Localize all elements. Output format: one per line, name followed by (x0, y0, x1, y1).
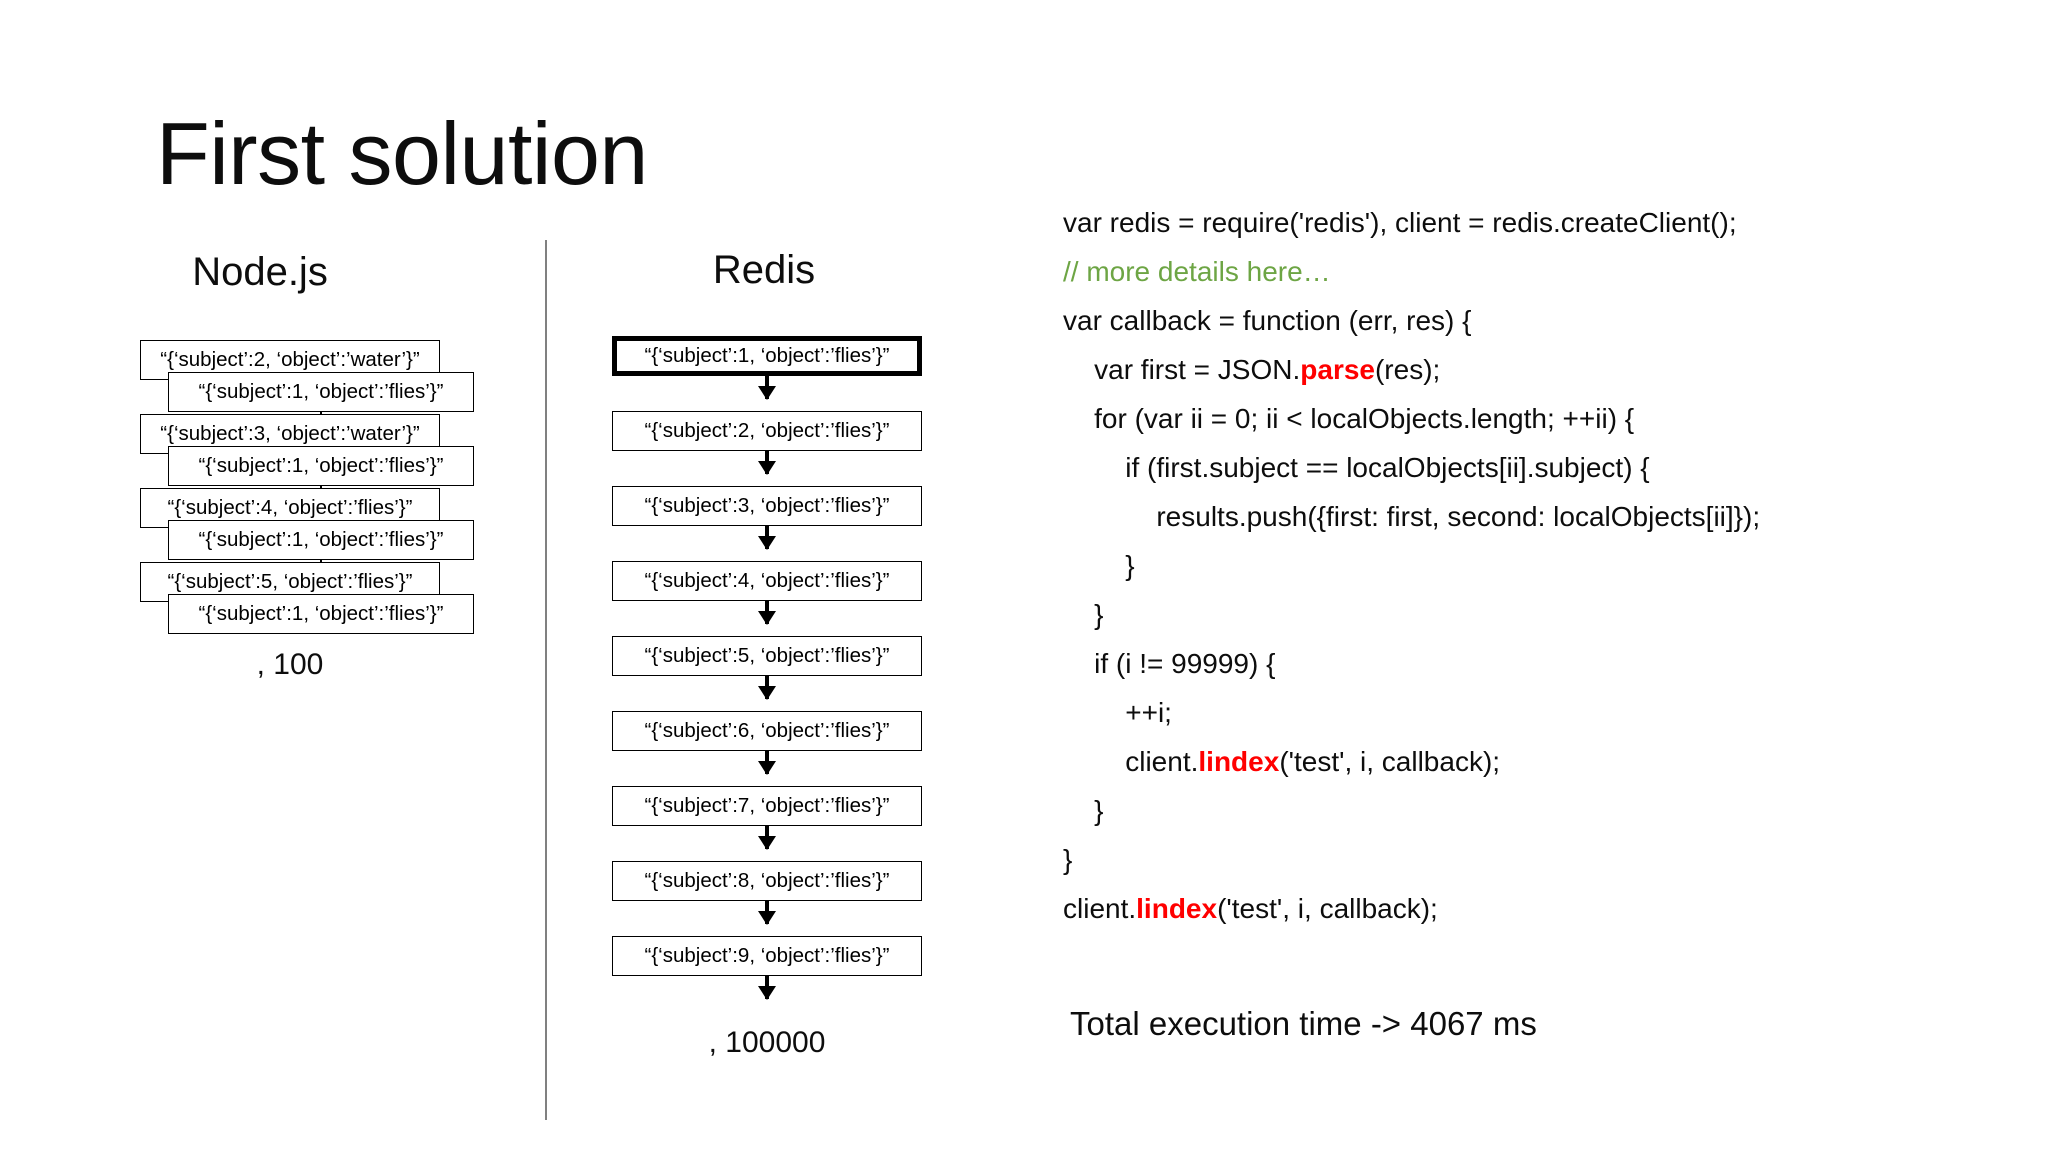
nodejs-object-box-front: “{‘subject’:1, ‘object’:’flies’}” (168, 446, 474, 486)
nodejs-column-heading: Node.js (192, 250, 328, 294)
code-line: var first = JSON.parse(res); (1063, 354, 1441, 385)
redis-list-box: “{‘subject’:3, ‘object’:’flies’}” (612, 486, 922, 526)
code-line: } (1063, 599, 1104, 630)
code-line: } (1063, 550, 1135, 581)
redis-chain-arrow (758, 976, 776, 1000)
redis-list-head-box: “{‘subject’:1, ‘object’:’flies’}” (612, 336, 922, 376)
code-line: results.push({first: first, second: loca… (1063, 501, 1761, 532)
code-line: for (var ii = 0; ii < localObjects.lengt… (1063, 403, 1635, 434)
redis-chain-arrow (758, 601, 776, 625)
redis-column-heading: Redis (712, 248, 816, 292)
column-divider (545, 240, 547, 1120)
code-line: } (1063, 844, 1073, 875)
code-line: client.lindex('test', i, callback); (1063, 893, 1438, 924)
nodejs-object-box-front: “{‘subject’:1, ‘object’:’flies’}” (168, 594, 474, 634)
total-execution-time-label: Total execution time -> 4067 ms (1070, 1005, 1537, 1042)
redis-chain-arrow (758, 676, 776, 700)
code-line: client.lindex('test', i, callback); (1063, 746, 1501, 777)
code-keyword: lindex (1198, 746, 1280, 777)
code-line: ++i; (1063, 697, 1172, 728)
code-comment-line: // more details here… (1063, 256, 1331, 287)
redis-list-box: “{‘subject’:2, ‘object’:’flies’}” (612, 411, 922, 451)
code-panel: var redis = require('redis'), client = r… (1063, 198, 2003, 933)
code-keyword: parse (1300, 354, 1375, 385)
redis-list-box: “{‘subject’:4, ‘object’:’flies’}” (612, 561, 922, 601)
code-line: var redis = require('redis'), client = r… (1063, 207, 1737, 238)
code-line: if (first.subject == localObjects[ii].su… (1063, 452, 1650, 483)
nodejs-object-box-front: “{‘subject’:1, ‘object’:’flies’}” (168, 372, 474, 412)
code-keyword: lindex (1136, 893, 1218, 924)
nodejs-count-label: , 100 (256, 648, 324, 681)
redis-chain-arrow (758, 751, 776, 775)
nodejs-object-box-front: “{‘subject’:1, ‘object’:’flies’}” (168, 520, 474, 560)
redis-list-box: “{‘subject’:6, ‘object’:’flies’}” (612, 711, 922, 751)
redis-count-label: , 100000 (708, 1026, 826, 1059)
code-line: if (i != 99999) { (1063, 648, 1276, 679)
redis-chain-arrow (758, 451, 776, 475)
redis-chain-arrow (758, 826, 776, 850)
redis-list-box: “{‘subject’:8, ‘object’:’flies’}” (612, 861, 922, 901)
redis-list-box: “{‘subject’:7, ‘object’:’flies’}” (612, 786, 922, 826)
redis-chain-arrow (758, 901, 776, 925)
page-title: First solution (156, 104, 648, 203)
redis-chain-arrow (758, 526, 776, 550)
code-line: var callback = function (err, res) { (1063, 305, 1472, 336)
redis-chain-arrow (758, 376, 776, 400)
code-line: } (1063, 795, 1104, 826)
redis-list-box: “{‘subject’:5, ‘object’:’flies’}” (612, 636, 922, 676)
redis-list-box: “{‘subject’:9, ‘object’:’flies’}” (612, 936, 922, 976)
